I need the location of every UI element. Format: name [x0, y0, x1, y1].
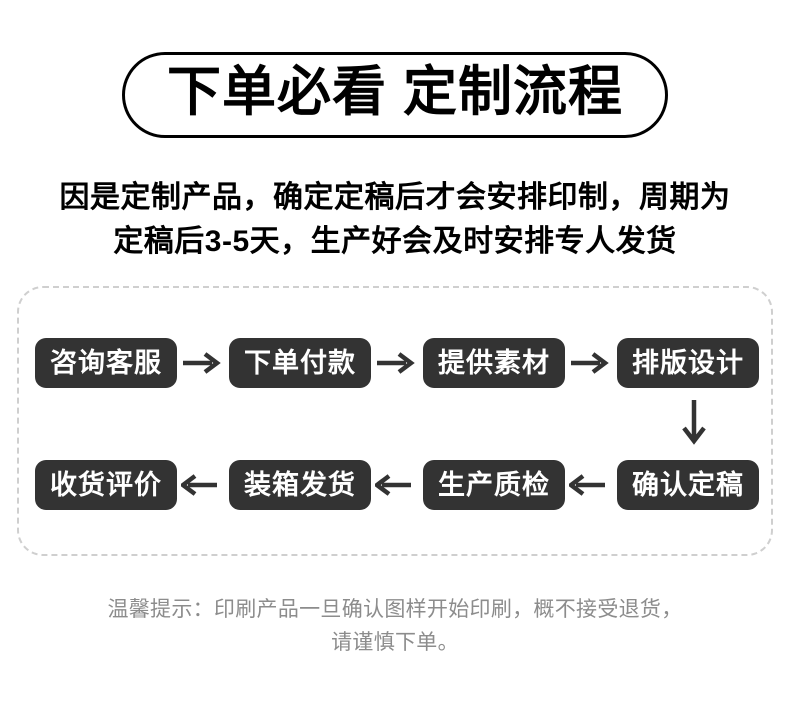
- arrow-right-icon: [565, 338, 617, 388]
- flow-step-place-order-payment[interactable]: 下单付款: [229, 338, 371, 388]
- footer-note: 温馨提示：印刷产品一旦确认图样开始印刷，概不接受退货， 请谨慎下单。: [0, 594, 790, 659]
- intro-line-2: 定稿后3-5天，生产好会及时安排专人发货: [113, 225, 677, 259]
- page-title: 下单必看 定制流程: [166, 62, 623, 122]
- flow-step-production-quality-check[interactable]: 生产质检: [423, 460, 565, 510]
- flow-step-label: 生产质检: [438, 469, 550, 500]
- intro-line-1: 因是定制产品，确定定稿后才会安排印制，周期为: [59, 181, 731, 214]
- flow-step-consult-service[interactable]: 咨询客服: [35, 338, 177, 388]
- intro-paragraph: 因是定制产品，确定定稿后才会安排印制，周期为 定稿后3-5天，生产好会及时安排专…: [0, 176, 790, 265]
- flow-row-bottom: 收货评价 装箱发货 生产质检: [19, 460, 775, 510]
- footer-note-line-2: 请谨慎下单。: [331, 630, 459, 654]
- arrow-left-icon: [371, 460, 423, 510]
- flow-step-confirm-final-draft[interactable]: 确认定稿: [617, 460, 759, 510]
- flow-step-label: 装箱发货: [244, 469, 356, 500]
- arrow-left-icon: [565, 460, 617, 510]
- arrow-right-icon: [177, 338, 229, 388]
- arrow-down-connector: [19, 388, 775, 460]
- arrow-left-icon: [177, 460, 229, 510]
- flow-step-label: 咨询客服: [50, 347, 162, 378]
- arrow-down-icon: [679, 398, 709, 450]
- flow-step-packing-shipping[interactable]: 装箱发货: [229, 460, 371, 510]
- flow-step-label: 提供素材: [438, 347, 550, 378]
- arrow-right-icon: [371, 338, 423, 388]
- flow-step-label: 确认定稿: [632, 469, 744, 500]
- flow-step-label: 收货评价: [50, 469, 162, 500]
- flow-diagram-container: 咨询客服 下单付款 提供素材: [17, 286, 773, 556]
- flow-step-label: 下单付款: [244, 347, 356, 378]
- footer-note-line-1: 温馨提示：印刷产品一旦确认图样开始印刷，概不接受退货，: [107, 598, 683, 621]
- flow-step-receive-and-review[interactable]: 收货评价: [35, 460, 177, 510]
- flow-step-label: 排版设计: [632, 347, 744, 378]
- flow-step-layout-design[interactable]: 排版设计: [617, 338, 759, 388]
- flow-step-provide-materials[interactable]: 提供素材: [423, 338, 565, 388]
- page-title-container: 下单必看 定制流程: [0, 52, 790, 138]
- page-title-pill: 下单必看 定制流程: [121, 52, 668, 138]
- flow-row-top: 咨询客服 下单付款 提供素材: [19, 338, 775, 388]
